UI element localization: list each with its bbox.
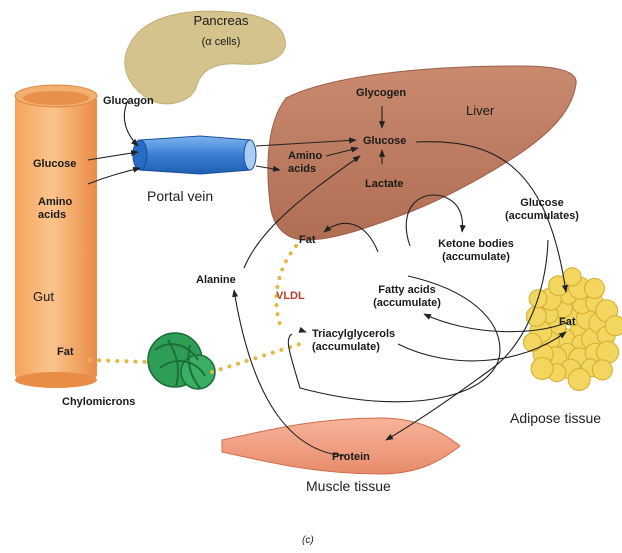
adipocyte: [523, 333, 541, 351]
glucagon-label: Glucagon: [103, 95, 154, 108]
adipocyte: [592, 360, 612, 380]
portal-vein: [133, 136, 256, 174]
alpha-cells-label: (α cells): [186, 36, 256, 49]
glycogen-label: Glycogen: [356, 87, 406, 100]
adipose-fat-label: Fat: [559, 316, 576, 329]
gut-amino-acids-label: Amino acids: [38, 196, 72, 221]
liver-amino-acids-label: Amino acids: [288, 150, 322, 175]
triacylglycerols-label: Triacylglycerols (accumulate): [312, 328, 395, 353]
liver-glucose-label: Glucose: [363, 135, 406, 148]
chylomicrons-label: Chylomicrons: [62, 396, 135, 409]
gut-label: Gut: [33, 290, 54, 305]
lactate-label: Lactate: [365, 178, 404, 191]
pancreas-label: Pancreas: [186, 14, 256, 29]
adipocyte: [605, 316, 622, 336]
liver-fat-label: Fat: [299, 234, 316, 247]
muscle-tissue-label: Muscle tissue: [306, 478, 391, 494]
alanine-label: Alanine: [196, 274, 236, 287]
fatty-acids-label: Fatty acids (accumulate): [353, 284, 461, 309]
adipocyte: [563, 268, 581, 286]
adipose-tissue: [523, 268, 622, 391]
chylomicron-cluster: [148, 333, 215, 389]
adipocyte: [568, 369, 590, 391]
protein-label: Protein: [332, 451, 370, 464]
ketone-bodies-label: Ketone bodies (accumulate): [426, 238, 526, 263]
adipocyte: [531, 358, 553, 380]
glucose-accumulates-label: Glucose (accumulates): [487, 197, 597, 222]
adipose-tissue-label: Adipose tissue: [510, 410, 601, 426]
gut: [15, 85, 97, 388]
adipocyte: [526, 306, 546, 326]
adipocyte: [585, 278, 605, 298]
muscle: [222, 418, 460, 474]
gut-glucose-label: Glucose: [33, 158, 76, 171]
gut-fat-label: Fat: [57, 346, 74, 359]
liver-label: Liver: [466, 104, 494, 119]
portal-vein-label: Portal vein: [147, 188, 213, 204]
vldl-label: VLDL: [276, 290, 305, 303]
figure-caption: (c): [302, 535, 314, 547]
